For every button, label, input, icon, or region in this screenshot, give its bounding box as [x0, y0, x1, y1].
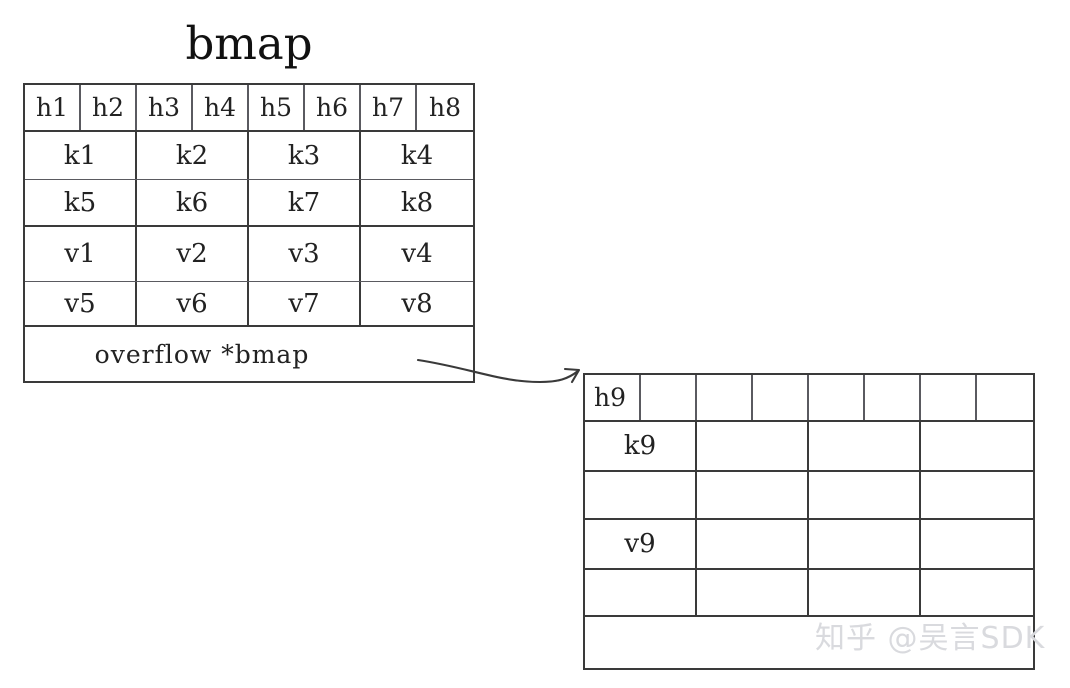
hash-cell: h1 — [25, 85, 81, 130]
value-row: v5 v6 v7 v8 — [25, 282, 473, 327]
value-cell: v2 — [137, 227, 249, 281]
hash-cell: h2 — [81, 85, 137, 130]
key-cell — [697, 472, 809, 518]
value-cell — [585, 570, 697, 615]
key-cell: k2 — [137, 132, 249, 179]
hash-row: h1 h2 h3 h4 h5 h6 h7 h8 — [25, 85, 473, 132]
key-row: k9 — [585, 422, 1033, 472]
hash-cell — [697, 375, 753, 420]
key-row: k5 k6 k7 k8 — [25, 180, 473, 227]
overflow-pointer-field: overflow *bmap — [25, 327, 473, 381]
key-cell: k8 — [400, 187, 434, 218]
key-cell: k7 — [249, 180, 361, 225]
watermark: 知乎 @吴言SDK — [815, 621, 1046, 656]
hash-cell: h6 — [305, 85, 361, 130]
overflow-bmap-bucket: h9 k9 v9 — [583, 373, 1035, 670]
value-cell: v1 — [25, 227, 137, 281]
key-cell — [585, 472, 697, 518]
key-cell: k4 — [400, 140, 434, 171]
hash-cell: h3 — [137, 85, 193, 130]
hash-cell — [977, 375, 1033, 420]
hash-cell — [865, 375, 921, 420]
key-cell: k5 — [25, 180, 137, 225]
hash-cell: h4 — [193, 85, 249, 130]
bmap-bucket: h1 h2 h3 h4 h5 h6 h7 h8 k1 k2 k3 k4 k5 k… — [23, 83, 475, 383]
value-cell — [921, 570, 1033, 615]
value-cell: v8 — [401, 288, 433, 319]
key-cell — [809, 422, 921, 470]
value-row: v1 v2 v3 v4 — [25, 227, 473, 282]
hash-row: h9 — [585, 375, 1033, 422]
key-cell: k9 — [585, 422, 697, 470]
key-cell — [809, 472, 921, 518]
hash-cell — [641, 375, 697, 420]
key-cell — [697, 422, 809, 470]
key-row — [585, 472, 1033, 520]
overflow-pointer-label: overflow *bmap — [94, 339, 310, 369]
value-cell — [697, 570, 809, 615]
hash-cell — [921, 375, 977, 420]
value-cell: v6 — [137, 282, 249, 325]
value-cell: v9 — [585, 520, 697, 568]
hash-cell — [753, 375, 809, 420]
hash-cell: h7 — [361, 85, 417, 130]
key-cell: k3 — [249, 132, 361, 179]
overflow-row: overflow *bmap — [25, 327, 473, 381]
value-cell — [921, 520, 1033, 568]
value-row: v9 — [585, 520, 1033, 570]
value-cell: v7 — [249, 282, 361, 325]
value-cell — [697, 520, 809, 568]
hash-cell: h9 — [585, 375, 641, 420]
value-cell — [809, 520, 921, 568]
value-cell: v5 — [25, 282, 137, 325]
hash-cell: h5 — [249, 85, 305, 130]
key-cell: k1 — [25, 132, 137, 179]
value-cell — [809, 570, 921, 615]
key-cell — [921, 472, 1033, 518]
key-cell: k6 — [137, 180, 249, 225]
key-row: k1 k2 k3 k4 — [25, 132, 473, 180]
value-row — [585, 570, 1033, 617]
value-cell: v3 — [249, 227, 361, 281]
hash-cell: h8 — [428, 93, 461, 122]
value-cell: v4 — [401, 239, 433, 269]
page-title: bmap — [185, 17, 313, 70]
key-cell — [921, 422, 1033, 470]
hash-cell — [809, 375, 865, 420]
